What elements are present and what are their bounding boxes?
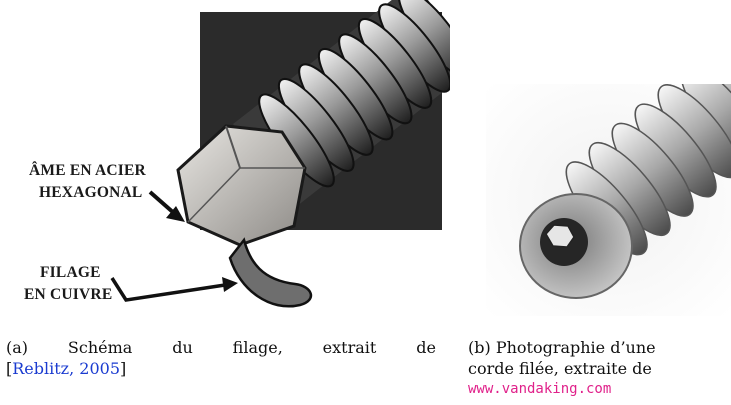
- caption-a-word-3: filage,: [233, 337, 283, 358]
- figure-b-photo: [486, 84, 731, 316]
- hexagonal-core: [178, 126, 305, 245]
- caption-b-line2: corde filée, extraite de: [468, 358, 731, 379]
- caption-figure-b: (b) Photographie d’une corde filée, extr…: [468, 337, 731, 400]
- caption-a-word-2: du: [172, 337, 193, 358]
- caption-a-word-1: Schéma: [68, 337, 132, 358]
- callout-steel-core-line1: ÂME EN ACIER: [29, 162, 146, 179]
- callout-steel-core: ÂME EN ACIER HEXAGONAL: [29, 160, 146, 204]
- caption-b-line1: (b) Photographie d’une: [468, 337, 731, 358]
- caption-a-label: (a): [6, 337, 28, 358]
- citation-link[interactable]: Reblitz, 2005: [12, 359, 120, 378]
- wound-string-photo: [486, 84, 731, 316]
- caption-a-word-5: de: [416, 337, 436, 358]
- callout-steel-core-line2: HEXAGONAL: [39, 182, 146, 204]
- copper-wire-tail: [230, 240, 311, 306]
- callout-copper-winding-line1: FILAGE: [40, 264, 101, 281]
- callout-copper-winding-line2: EN CUIVRE: [24, 284, 112, 306]
- caption-a-word-4: extrait: [323, 337, 377, 358]
- caption-b-url-link[interactable]: www.vandaking.com: [468, 379, 731, 400]
- caption-figure-a: (a) Schéma du filage, extrait de [Reblit…: [6, 337, 436, 379]
- citation-close-bracket: ]: [120, 359, 126, 378]
- callout-copper-winding: FILAGE EN CUIVRE: [40, 262, 112, 306]
